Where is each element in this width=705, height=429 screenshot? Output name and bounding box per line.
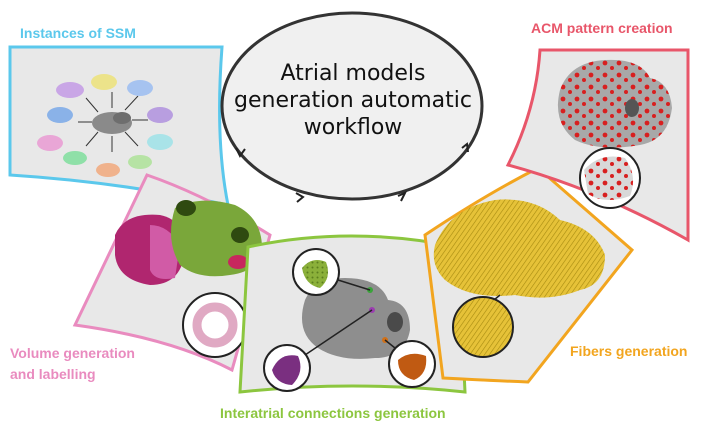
- ssm-center-mesh: [92, 112, 132, 134]
- center-title-line-2: generation automatic: [234, 88, 472, 113]
- acm-title: ACM pattern creation: [531, 20, 673, 36]
- labelled-atria-mesh: [115, 200, 262, 285]
- ssm-title: Instances of SSM: [20, 25, 136, 41]
- ssm-instances: [78, 92, 148, 152]
- volume-panel: [72, 173, 272, 373]
- center-title: Atrial models generation automatic workf…: [233, 60, 473, 141]
- center-node: [220, 11, 484, 201]
- fiber-mesh: [433, 199, 605, 298]
- tissue-ring-zoom: [192, 302, 238, 348]
- fibers-title: Fibers generation: [570, 343, 688, 359]
- acm-mesh: [557, 59, 672, 148]
- center-title-line-3: workflow: [303, 115, 403, 140]
- cycle-arrows: [235, 142, 469, 203]
- volume-title-line-1: Volume generation: [10, 345, 135, 361]
- ssm-panel: [8, 45, 230, 207]
- fibers-panel: [423, 166, 635, 384]
- fibers-zoom-circle: [452, 296, 514, 358]
- volume-title: Volume generation and labelling: [10, 343, 135, 385]
- acm-panel: [505, 48, 690, 243]
- interatrial-title: Interatrial connections generation: [220, 405, 446, 421]
- center-title-line-1: Atrial models: [280, 61, 426, 86]
- interatrial-panel: [238, 234, 467, 394]
- volume-title-line-2: and labelling: [10, 366, 96, 382]
